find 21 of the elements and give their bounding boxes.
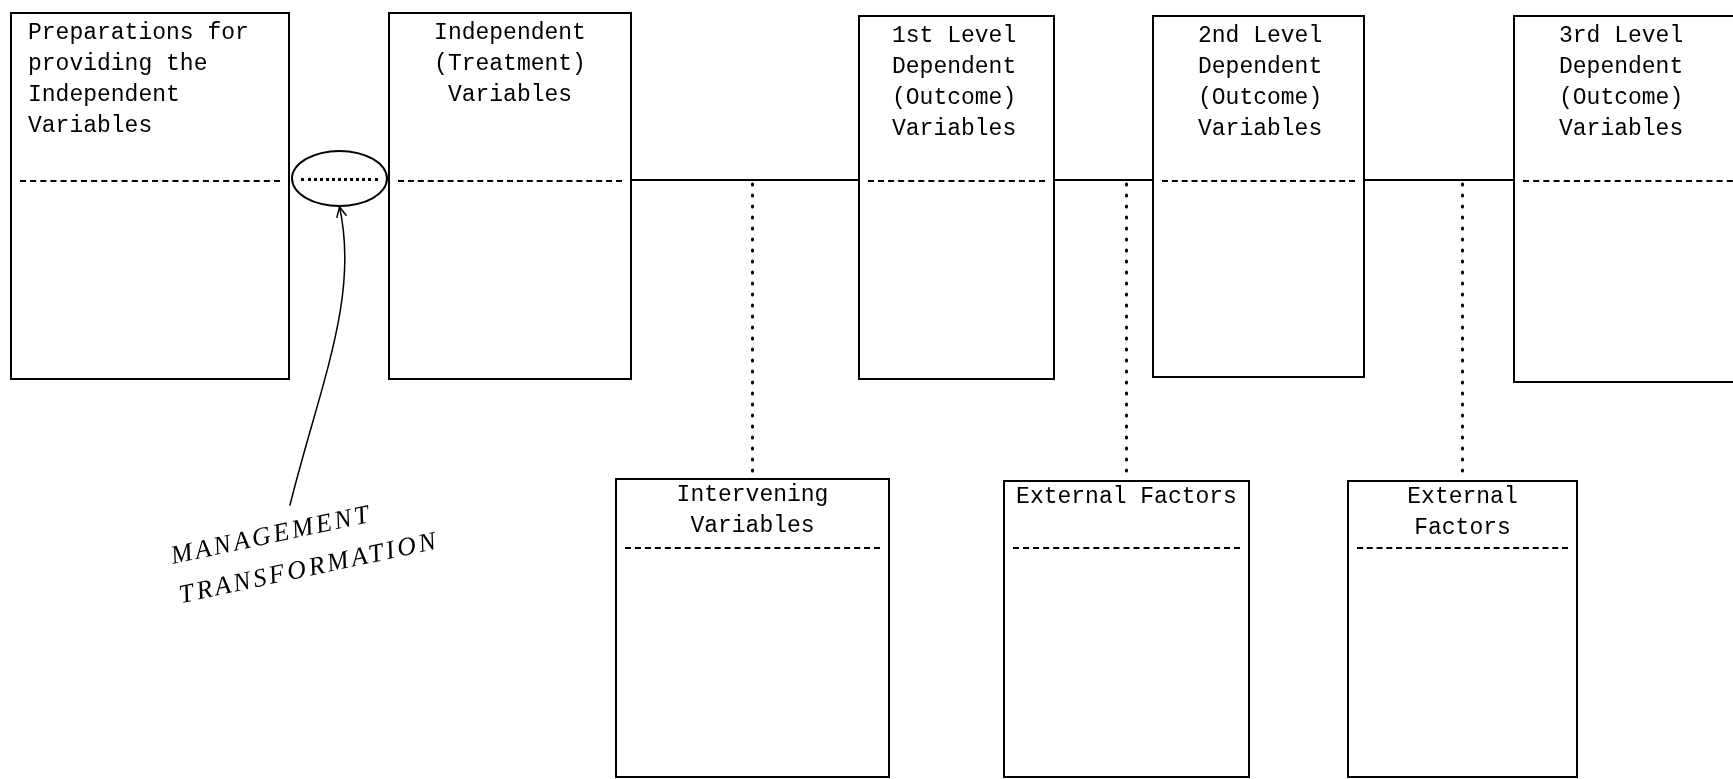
box-heading: Preparations for providing the Independent Variables	[28, 19, 250, 141]
variable-box	[1513, 15, 1733, 383]
connector-line	[631, 179, 859, 181]
ellipse-shape	[291, 150, 388, 207]
connector-line	[1364, 179, 1514, 181]
box-heading: 3rd Level Dependent (Outcome) Variables	[1559, 22, 1685, 144]
box-heading: External Factors	[1406, 483, 1519, 543]
leader-line	[289, 206, 347, 506]
box-heading: External Factors	[1015, 483, 1238, 512]
variable-box	[1152, 15, 1365, 378]
connector-line	[1054, 179, 1153, 181]
variable-box	[1003, 480, 1250, 778]
box-heading: 2nd Level Dependent (Outcome) Variables	[1198, 22, 1324, 144]
variable-box	[1347, 480, 1578, 778]
box-heading: Intervening Variables	[675, 481, 830, 541]
box-heading: Independent (Treatment) Variables	[433, 19, 587, 110]
variable-box	[858, 15, 1055, 380]
box-heading: 1st Level Dependent (Outcome) Variables	[892, 22, 1018, 144]
variable-box	[388, 12, 632, 380]
variable-box	[10, 12, 290, 380]
variable-box	[615, 478, 890, 778]
